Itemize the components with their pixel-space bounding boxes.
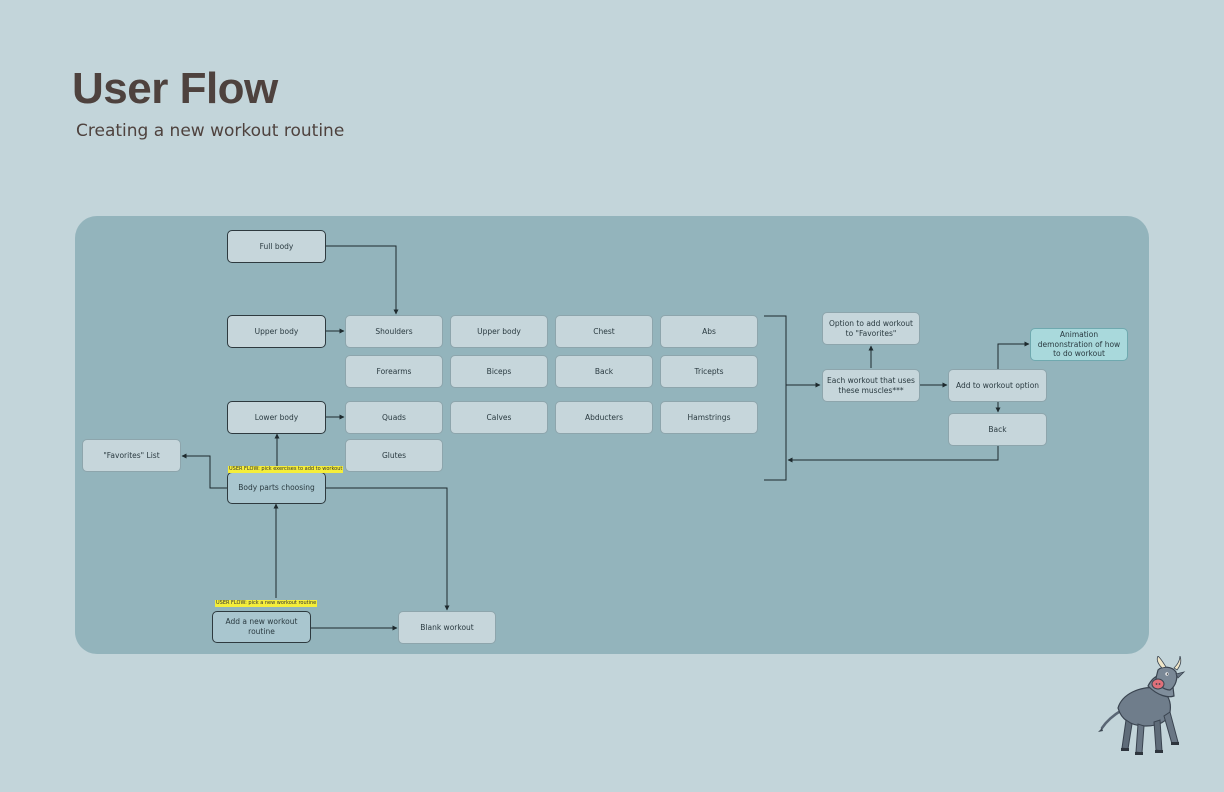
node-abs[interactable]: Abs bbox=[660, 315, 758, 348]
arrow-fullbody-shoulders bbox=[326, 245, 399, 315]
node-add-to-workout-option[interactable]: Add to workout option bbox=[948, 369, 1047, 402]
node-body-parts-choosing[interactable]: Body parts choosing bbox=[227, 472, 326, 504]
node-hamstrings[interactable]: Hamstrings bbox=[660, 401, 758, 434]
node-animation-demo[interactable]: Animation demonstration of how to do wor… bbox=[1030, 328, 1128, 361]
node-calves[interactable]: Calves bbox=[450, 401, 548, 434]
arrow-bodyparts-favorites bbox=[181, 453, 228, 489]
node-favorites-list[interactable]: "Favorites" List bbox=[82, 439, 181, 472]
node-full-body[interactable]: Full body bbox=[227, 230, 326, 263]
node-back-button[interactable]: Back bbox=[948, 413, 1047, 446]
arrow-back-bracket bbox=[787, 446, 999, 463]
node-triceps[interactable]: Tricepts bbox=[660, 355, 758, 388]
node-upper-body[interactable]: Upper body bbox=[450, 315, 548, 348]
node-each-workout[interactable]: Each workout that uses these muscles*** bbox=[822, 369, 920, 402]
user-flow-note-exercises: USER FLOW: pick exercises to add to work… bbox=[228, 466, 344, 473]
node-option-add-favorites[interactable]: Option to add workout to "Favorites" bbox=[822, 312, 920, 345]
node-quads[interactable]: Quads bbox=[345, 401, 443, 434]
node-lower-body[interactable]: Lower body bbox=[227, 401, 326, 434]
node-back-muscle[interactable]: Back bbox=[555, 355, 653, 388]
bull-mascot-icon bbox=[1098, 656, 1186, 755]
page-subtitle: Creating a new workout routine bbox=[76, 121, 345, 141]
muscle-group-bracket bbox=[764, 315, 787, 481]
node-biceps[interactable]: Biceps bbox=[450, 355, 548, 388]
node-shoulders[interactable]: Shoulders bbox=[345, 315, 443, 348]
node-abducters[interactable]: Abducters bbox=[555, 401, 653, 434]
page-title: User Flow bbox=[72, 64, 278, 113]
arrow-bodyparts-blank bbox=[326, 487, 450, 611]
node-chest[interactable]: Chest bbox=[555, 315, 653, 348]
node-upper-body-region[interactable]: Upper body bbox=[227, 315, 326, 348]
arrow-addoption-animation bbox=[997, 341, 1030, 369]
node-add-new-routine[interactable]: Add a new workout routine bbox=[212, 611, 311, 643]
node-glutes[interactable]: Glutes bbox=[345, 439, 443, 472]
node-forearms[interactable]: Forearms bbox=[345, 355, 443, 388]
node-blank-workout[interactable]: Blank workout bbox=[398, 611, 496, 644]
user-flow-note-routine: USER FLOW: pick a new workout routine bbox=[215, 600, 318, 607]
